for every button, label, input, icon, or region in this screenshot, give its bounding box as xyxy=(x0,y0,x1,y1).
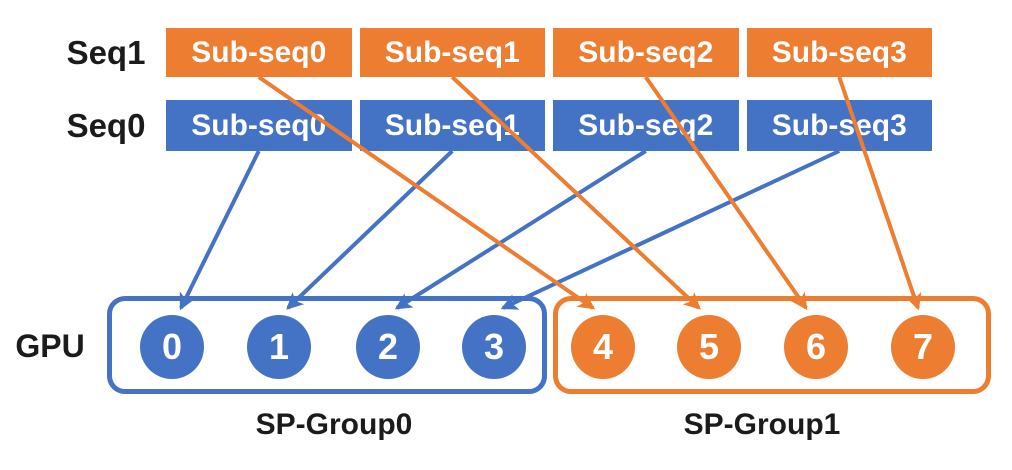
gpu-circle: 3 xyxy=(462,315,526,379)
subseq-box: Sub-seq2 xyxy=(553,100,739,151)
seq1-label: Seq1 xyxy=(66,34,146,71)
subseq-box: Sub-seq1 xyxy=(359,28,545,77)
mapping-arrow xyxy=(394,149,647,310)
gpu-circle: 2 xyxy=(356,315,420,379)
seq0-label: Seq0 xyxy=(66,107,146,144)
mapping-arrow xyxy=(179,150,261,311)
sp-group0-label: SP-Group0 xyxy=(255,408,413,441)
subseq-box: Sub-seq2 xyxy=(553,28,739,77)
subseq-box: Sub-seq3 xyxy=(746,100,932,151)
gpu-circle: 0 xyxy=(140,315,204,379)
mapping-arrow xyxy=(500,149,841,310)
gpu-circle: 5 xyxy=(677,315,741,379)
subseq-box: Sub-seq0 xyxy=(166,100,352,151)
gpu-row-label: GPU xyxy=(15,328,85,364)
subseq-box: Sub-seq3 xyxy=(746,28,932,77)
gpu-circle: 6 xyxy=(784,315,848,379)
sp-group1-label: SP-Group1 xyxy=(683,408,841,441)
gpu-circle: 7 xyxy=(891,315,955,379)
subseq-box: Sub-seq0 xyxy=(166,28,352,77)
gpu-circle: 1 xyxy=(247,315,311,379)
subseq-box: Sub-seq1 xyxy=(359,100,545,151)
mapping-arrow xyxy=(286,149,454,310)
gpu-circle: 4 xyxy=(571,315,635,379)
